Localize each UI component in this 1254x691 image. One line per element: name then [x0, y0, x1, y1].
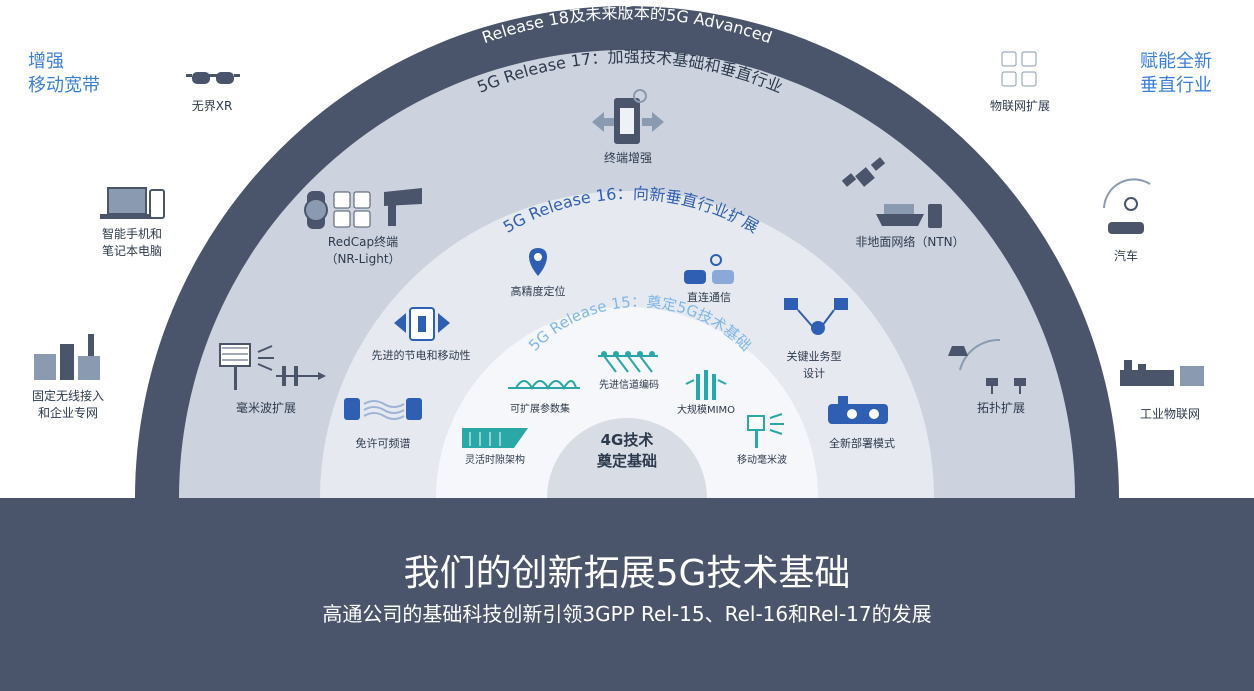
left-heading: 增强 移动宽带 [28, 50, 100, 98]
label-mobile-mmwave: 移动毫米波 [737, 455, 787, 466]
label-phone-laptop: 智能手机和 笔记本电脑 [102, 226, 162, 260]
footer-subtitle: 高通公司的基础科技创新引领3GPP Rel-15、Rel-16和Rel-17的发… [322, 602, 932, 626]
device-enhance-icon [592, 89, 664, 144]
label-numerology: 可扩展参数集 [510, 404, 570, 415]
left-heading-line1: 增强 [28, 51, 64, 72]
footer-title: 我们的创新拓展5G技术基础 [403, 553, 851, 594]
power-mobility-icon [394, 307, 450, 341]
label-fwa-line2: 和企业专网 [37, 406, 99, 420]
label-ntn: 非地面网络（NTN） [855, 235, 965, 249]
channel-coding-icon [598, 351, 658, 373]
label-flexible-slot: 灵活时隙架构 [465, 455, 525, 466]
direct-comm-icon [684, 254, 734, 284]
core-line2: 奠定基础 [596, 452, 658, 470]
label-fwa: 固定无线接入 和企业专网 [32, 388, 104, 422]
label-device-enhance: 终端增强 [603, 151, 653, 165]
satellite-icon [841, 157, 886, 187]
xr-glasses-icon [186, 72, 240, 84]
massive-mimo-icon [685, 370, 727, 400]
label-fwa-line1: 固定无线接入 [31, 389, 105, 403]
label-positioning: 高精度定位 [510, 285, 566, 298]
label-iot: 物联网扩展 [989, 99, 1051, 113]
label-deployment: 全新部署模式 [829, 437, 895, 450]
unlicensed-spectrum-icon [344, 398, 422, 420]
core-label: 4G技术 奠定基础 [597, 430, 657, 472]
mmwave-ext-icon [219, 343, 326, 390]
label-power-mobility: 先进的节电和移动性 [371, 349, 471, 362]
fwa-building-icon [34, 334, 100, 380]
label-mission-critical-line2: 设计 [803, 367, 825, 380]
label-channel-coding: 先进信道编码 [599, 380, 659, 391]
core-4g [547, 418, 707, 498]
left-heading-line2: 移动宽带 [28, 75, 100, 96]
mobile-mmwave-icon [747, 413, 784, 448]
numerology-icon [508, 380, 580, 391]
label-mission-critical: 关键业务型 设计 [787, 348, 842, 382]
label-auto: 汽车 [1113, 249, 1139, 263]
label-phone-laptop-line1: 智能手机和 [101, 227, 163, 241]
flexible-slot-icon [462, 428, 528, 448]
right-heading: 赋能全新 垂直行业 [1140, 50, 1212, 98]
label-direct-comm: 直连通信 [687, 291, 731, 304]
label-redcap-line1: RedCap终端 [327, 235, 399, 249]
mission-critical-icon [784, 298, 848, 335]
deployment-mode-icon [828, 396, 888, 424]
label-iiot: 工业物联网 [1139, 407, 1201, 421]
label-phone-laptop-line2: 笔记本电脑 [101, 244, 163, 258]
car-icon [1103, 178, 1151, 234]
right-heading-line1: 赋能全新 [1140, 51, 1212, 72]
label-mmwave-ext: 毫米波扩展 [235, 401, 297, 415]
core-line1: 4G技术 [600, 431, 654, 449]
label-unlicensed: 免许可频谱 [355, 437, 411, 450]
label-topology: 拓扑扩展 [976, 401, 1026, 415]
label-massive-mimo: 大规模MIMO [676, 405, 736, 416]
positioning-pin-icon [529, 248, 547, 276]
label-redcap: RedCap终端 （NR-Light） [325, 234, 400, 268]
laptop-phone-icon [100, 187, 165, 219]
redcap-icon [304, 188, 422, 229]
factory-icon [1120, 360, 1204, 386]
ship-phone-icon [876, 204, 942, 228]
iot-icon [1001, 51, 1037, 87]
topology-icon [948, 338, 1026, 394]
ring-release-15 [436, 307, 818, 498]
label-xr: 无界XR [191, 99, 233, 113]
label-mission-critical-line1: 关键业务型 [786, 350, 842, 363]
label-redcap-line2: （NR-Light） [325, 252, 401, 266]
right-heading-line2: 垂直行业 [1140, 75, 1212, 96]
footer-band [0, 498, 1254, 691]
